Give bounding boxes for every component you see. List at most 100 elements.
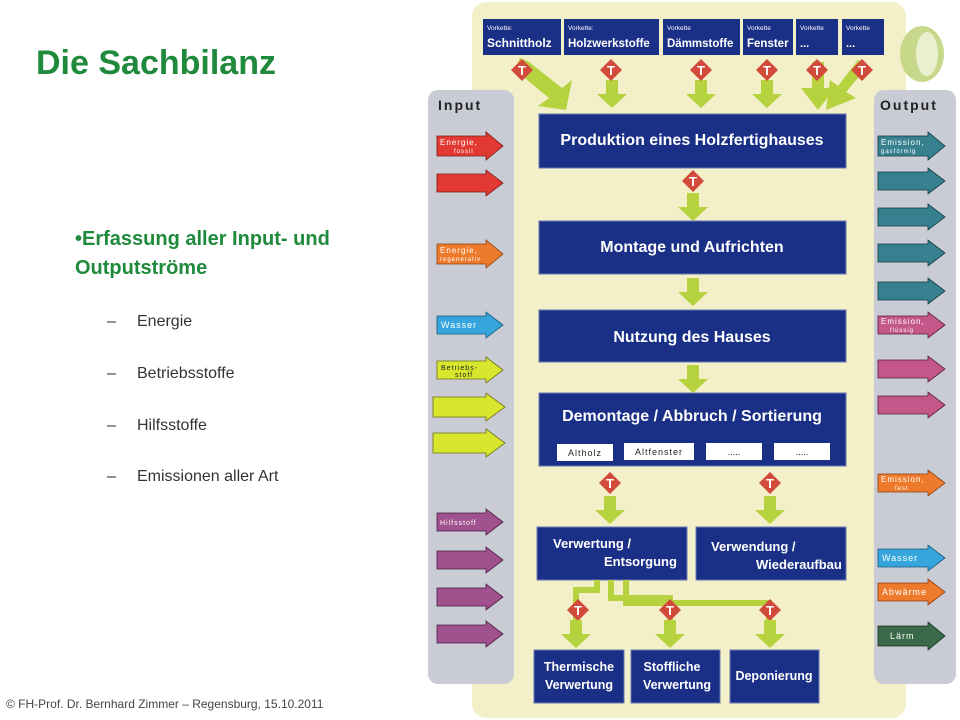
input-arrow-betriebsstoff: Betriebs- stoff — [436, 356, 504, 384]
demolition-item — [706, 443, 762, 460]
arrow-label: Betriebs- — [441, 365, 478, 372]
supply-small: Vorkette: — [487, 25, 513, 32]
arrow-label: Energie, — [440, 138, 478, 147]
input-arrow-hilfsstoff-2 — [436, 546, 504, 574]
output-arrow-emission-gas-5 — [877, 277, 946, 305]
arrow-label: Energie, — [440, 246, 478, 255]
output-arrow-emission-fluessig-2 — [877, 355, 946, 383]
box-stoffliche-verwertung: Stoffliche Verwertung — [630, 649, 721, 704]
input-arrow-energie-fossil-2 — [436, 169, 504, 197]
sub-label: Betriebsstoffe — [137, 365, 235, 382]
sub-item-betriebsstoffe: – Betriebsstoffe — [107, 365, 235, 383]
supply-big: Fenster — [747, 38, 789, 50]
supply-chain-box: Vorkette: Holzwerkstoffe — [564, 19, 659, 55]
supply-small: Vorkette — [800, 25, 824, 32]
phase-label: Demontage / Abbruch / Sortierung — [562, 408, 822, 425]
box-line: Deponierung — [735, 669, 812, 683]
supply-big: ... — [846, 38, 855, 50]
output-arrow-emission-gas-3 — [877, 203, 946, 231]
box-thermische-verwertung: Thermische Verwertung — [533, 649, 625, 704]
phase-label: Produktion eines Holzfertighauses — [560, 132, 823, 149]
arrow-label: stoff — [455, 372, 473, 379]
supply-chain-box: Vorkette ... — [842, 19, 884, 55]
input-arrow-hilfsstoff-3 — [436, 583, 504, 611]
box-line: Stoffliche — [644, 660, 701, 674]
sub-label: Energie — [137, 313, 193, 330]
demolition-label: ..... — [796, 447, 809, 457]
box-line: Verwertung — [545, 678, 613, 692]
input-arrow-betriebsstoff-2 — [432, 392, 506, 422]
phase-box-montage: Montage und Aufrichten — [538, 220, 847, 275]
arrow-label: Hilfsstoff — [440, 520, 477, 527]
arrow-label: Abwärme — [882, 587, 927, 597]
output-arrow-emission-gas-4 — [877, 239, 946, 267]
input-arrow-energie-regenerativ: Energie, regenerativ — [436, 239, 504, 269]
sub-dash: – — [107, 365, 116, 382]
sub-item-hilfsstoffe: – Hilfsstoffe — [107, 417, 207, 435]
phase-label: Montage und Aufrichten — [600, 239, 783, 256]
output-arrow-emission-fest: Emission, fest — [877, 469, 946, 497]
arrow-label: Lärm — [890, 631, 915, 641]
input-arrows: Energie, fossil Energie, regenerativ Was… — [432, 131, 506, 648]
box-line: Thermische — [544, 660, 614, 674]
arrow-label: Emission, — [881, 317, 925, 326]
box-line: Verwertung — [643, 678, 711, 692]
supply-big: Holzwerkstoffe — [568, 38, 650, 50]
output-arrow-laerm: Lärm — [877, 621, 946, 651]
arrow-label: regenerativ — [440, 257, 481, 263]
input-arrow-energie-fossil: Energie, fossil — [436, 131, 504, 161]
demolition-label: Altholz — [568, 448, 602, 458]
output-arrow-emission-fluessig-3 — [877, 391, 946, 419]
sub-dash: – — [107, 417, 116, 434]
box-verwendung-wiederaufbau: Verwendung / Wiederaufbau — [695, 526, 847, 581]
supply-chain-box: Vorkette Fenster — [743, 19, 793, 55]
phase-box-nutzung: Nutzung des Hauses — [538, 309, 847, 363]
output-arrows: Emission, gasförmig Emission, flüssig Em… — [877, 131, 946, 651]
input-arrow-wasser: Wasser — [436, 311, 504, 339]
arrow-label: Emission, — [881, 475, 925, 484]
phase-box-demontage: Demontage / Abbruch / Sortierung Altholz… — [538, 392, 847, 467]
sub-item-emissionen: –Emissionen aller Art — [107, 468, 278, 486]
arrow-label: fest — [895, 486, 909, 492]
supply-small: Vorkette — [667, 25, 691, 32]
input-label: Input — [438, 97, 482, 113]
arrow-label: Wasser — [882, 553, 918, 563]
bullet-list: •Erfassung aller Input- und Outputströme — [75, 225, 415, 283]
output-label: Output — [880, 97, 938, 113]
box-line: Verwertung / — [553, 536, 631, 551]
supply-big: Schnittholz — [487, 36, 552, 50]
demolition-item — [624, 443, 694, 460]
sub-dash: – — [107, 468, 116, 485]
output-arrow-emission-fluessig: Emission, flüssig — [877, 311, 946, 339]
box-line: Entsorgung — [604, 554, 677, 569]
footer-text: © FH-Prof. Dr. Bernhard Zimmer – Regensb… — [6, 697, 324, 711]
arrow-label: fossil — [454, 149, 474, 155]
demolition-item — [557, 444, 613, 461]
output-arrow-emission-gas: Emission, gasförmig — [877, 131, 946, 161]
demolition-label: ..... — [728, 447, 741, 457]
demolition-item — [774, 443, 830, 460]
main-bullet: •Erfassung aller Input- und Outputströme — [75, 228, 330, 279]
input-arrow-hilfsstoff: Hilfsstoff — [436, 508, 504, 536]
supply-chain-box: Vorkette Dämmstoffe — [663, 19, 740, 55]
logo-icon — [900, 26, 944, 82]
box-verwertung-entsorgung: Verwertung / Entsorgung — [536, 526, 688, 581]
arrow-label: Emission, — [881, 138, 925, 147]
supply-small: Vorkette: — [568, 25, 594, 32]
sub-label: Hilfsstoffe — [137, 417, 207, 434]
supply-small: Vorkette — [747, 25, 771, 32]
sub-item-energie: – Energie — [107, 313, 192, 331]
supply-chain-box: Vorkette: Schnittholz — [483, 19, 561, 55]
box-deponierung: Deponierung — [729, 649, 820, 704]
input-panel — [428, 90, 514, 684]
output-arrow-abwaerme: Abwärme — [877, 578, 946, 606]
supply-chain-box: Vorkette ... — [796, 19, 838, 55]
phase-label: Nutzung des Hauses — [613, 329, 770, 346]
slide-title: Die Sachbilanz — [36, 44, 276, 82]
supply-arrows — [511, 58, 873, 110]
arrow-label: gasförmig — [881, 149, 916, 155]
sub-dash: – — [107, 313, 116, 330]
supply-big: Dämmstoffe — [667, 38, 733, 50]
box-line: Wiederaufbau — [756, 557, 842, 572]
